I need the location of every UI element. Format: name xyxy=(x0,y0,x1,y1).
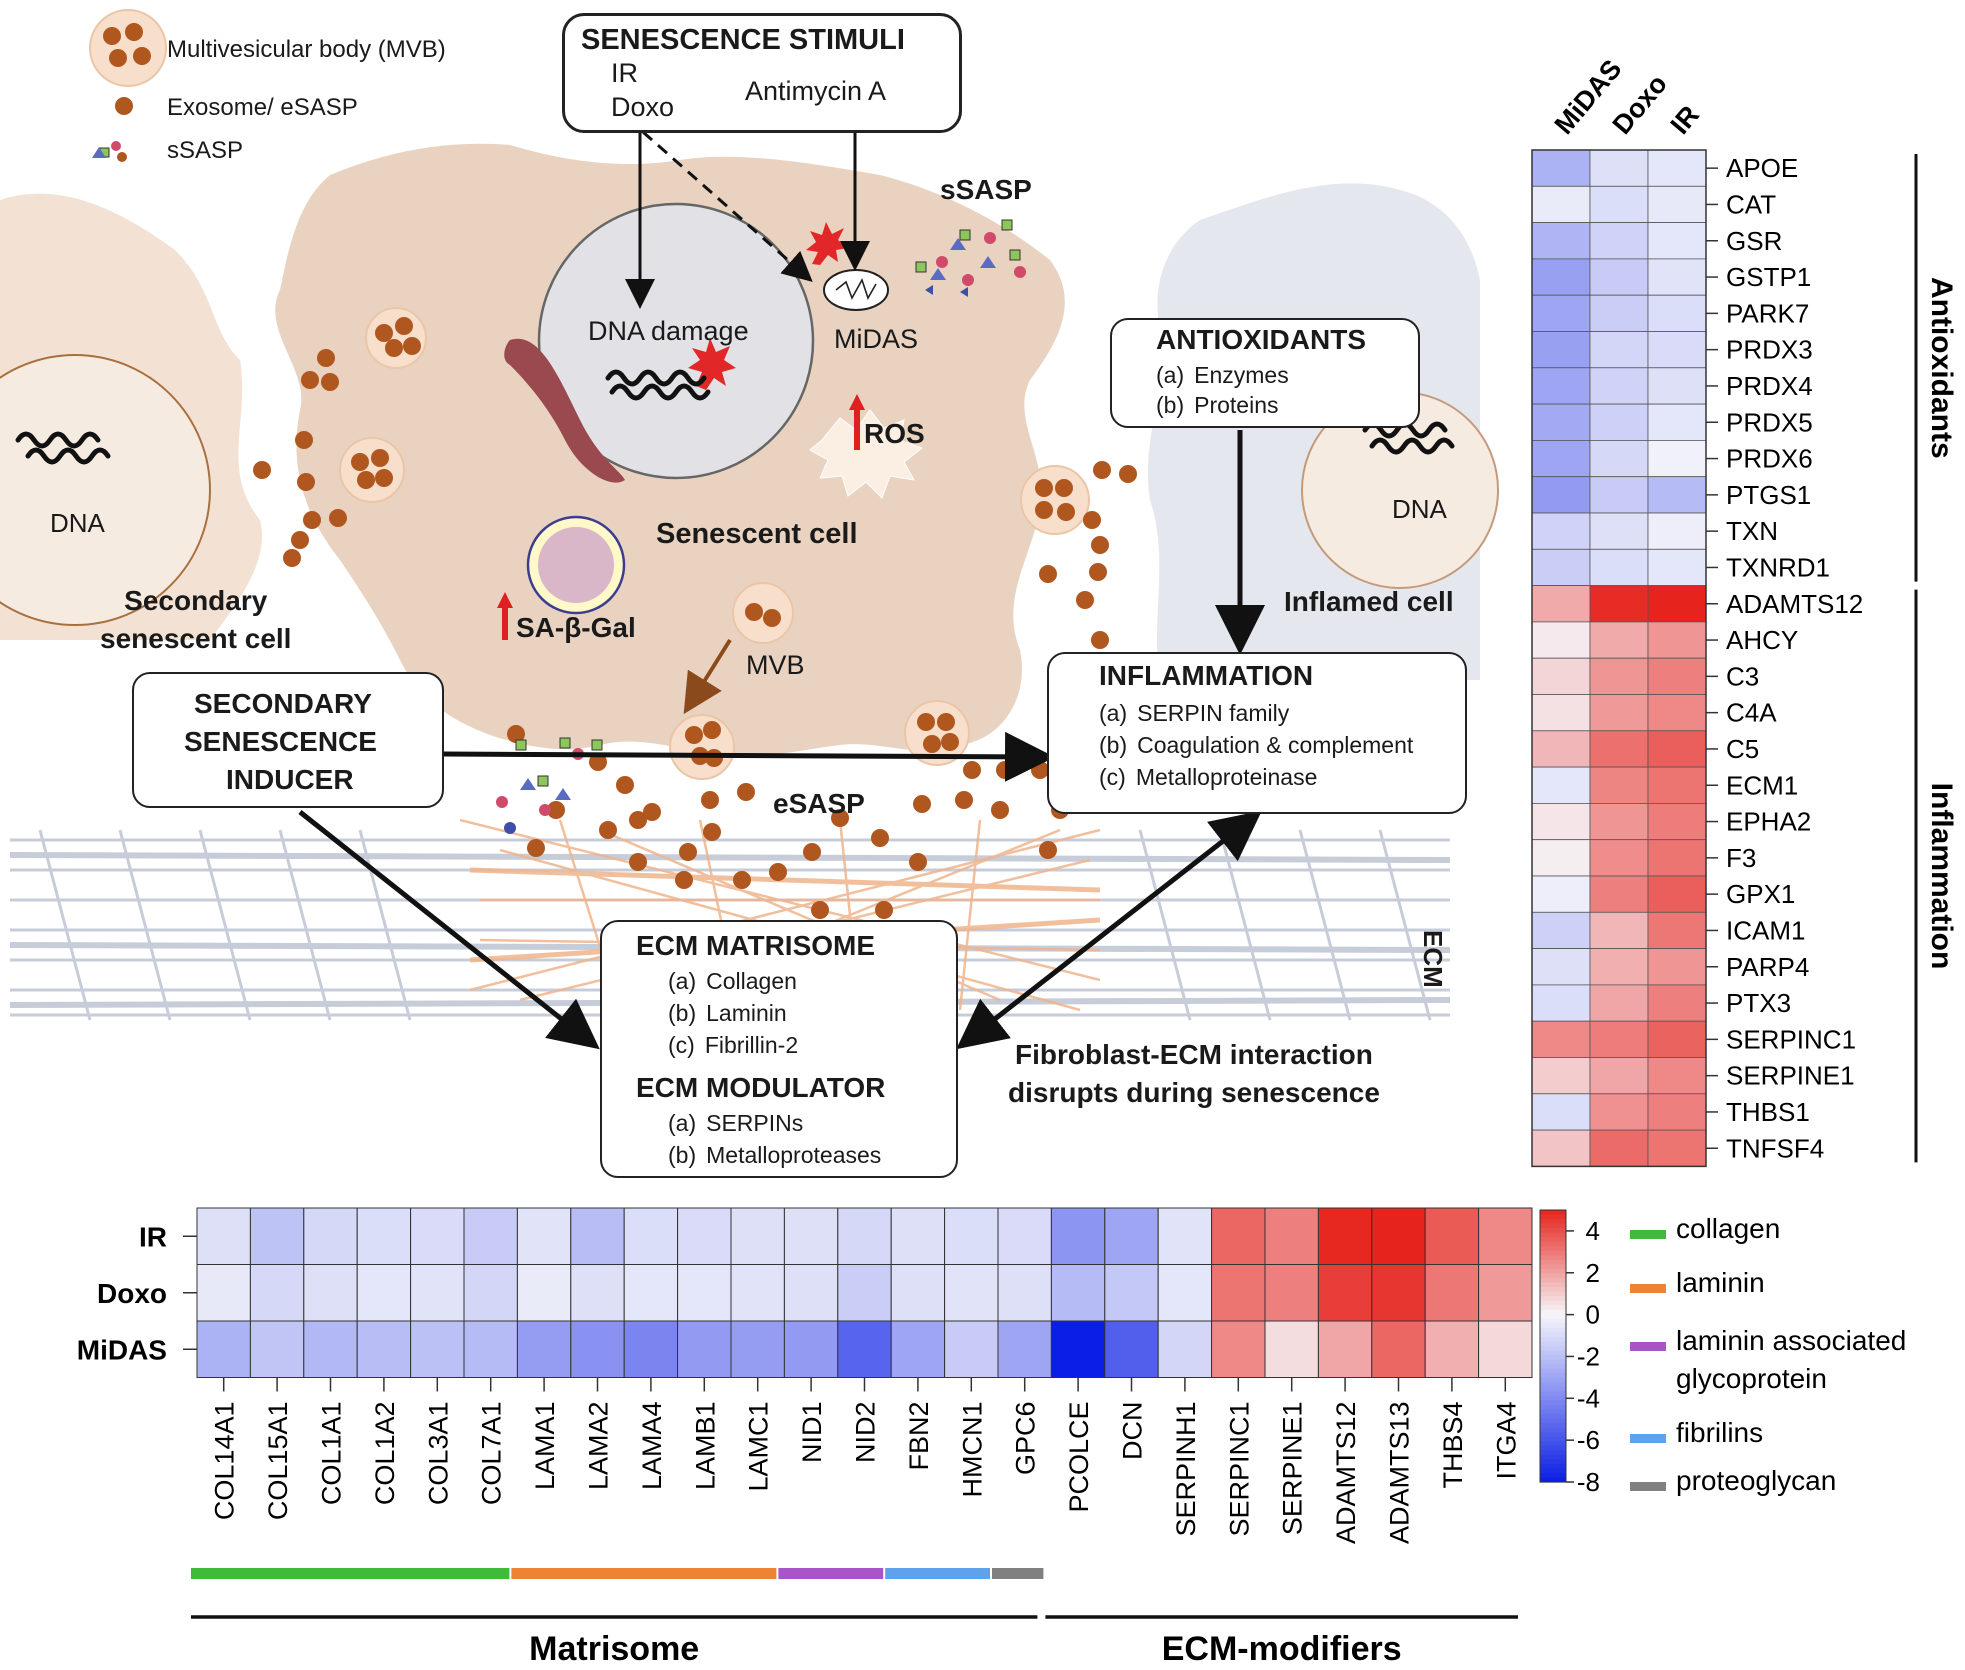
inflammation-title: INFLAMMATION xyxy=(1099,660,1314,691)
inducer-line-1: SECONDARY xyxy=(194,688,372,719)
secondary-inducer-box: SECONDARY SENESCENCE INDUCER xyxy=(132,672,444,808)
damage-star-dna xyxy=(688,338,736,390)
ros-burst xyxy=(809,409,924,499)
modulator-item-a: (a)SERPINs xyxy=(668,1110,804,1136)
inflammation-item-c: (c)Metalloproteinase xyxy=(1099,764,1318,790)
esasp-label: eSASP xyxy=(773,788,865,819)
sa-gal-label: SA-β-Gal xyxy=(516,612,636,643)
senescence-stimuli-box: SENESCENCE STIMULI IR Doxo Antimycin A xyxy=(562,13,962,133)
stimuli-title: SENESCENCE STIMULI xyxy=(581,24,905,56)
inducer-line-2: SENESCENCE xyxy=(184,726,377,757)
arrow-inducer-inflam xyxy=(442,731,1055,782)
ecm-matrisome-box: ECM MATRISOME (a)Collagen (b)Laminin (c)… xyxy=(600,920,958,1178)
dna-right-label: DNA xyxy=(1392,494,1447,524)
arrow-stimuli-mito xyxy=(642,130,813,282)
midas-label: MiDAS xyxy=(834,324,919,354)
fibroblast-note: Fibroblast-ECM interaction disrupts duri… xyxy=(1008,1039,1380,1108)
dna-left-label: DNA xyxy=(50,508,105,538)
antioxidants-item-b: (b)Proteins xyxy=(1156,392,1279,418)
matrisome-item-a: (a)Collagen xyxy=(668,968,797,994)
secondary-nucleus xyxy=(0,354,211,626)
antioxidants-title: ANTIOXIDANTS xyxy=(1156,324,1366,355)
antioxidants-box: ANTIOXIDANTS (a)Enzymes (b)Proteins xyxy=(1110,318,1420,428)
inducer-line-3: INDUCER xyxy=(226,764,354,795)
arrow-ecm-inflam xyxy=(956,810,1262,1050)
stimuli-ir: IR xyxy=(611,58,638,88)
matrisome-item-b: (b)Laminin xyxy=(668,1000,787,1026)
senescent-cell-label: Senescent cell xyxy=(656,518,858,550)
matrisome-item-c: (c)Fibrillin-2 xyxy=(668,1032,799,1058)
modulator-item-b: (b)Metalloproteases xyxy=(668,1142,882,1168)
inflamed-cell-label: Inflamed cell xyxy=(1284,586,1454,617)
ssasp-particles xyxy=(92,141,1026,834)
ecm-label: ECM xyxy=(1418,930,1448,988)
arrow-mvb-release xyxy=(683,638,732,715)
inflammation-box: INFLAMMATION (a)SERPIN family (b)Coagula… xyxy=(1047,652,1467,814)
dna-damage-label: DNA damage xyxy=(588,316,749,346)
inflammation-item-a: (a)SERPIN family xyxy=(1099,700,1290,726)
dna-strands xyxy=(15,369,1455,465)
ros-label: ROS xyxy=(864,418,925,449)
stimuli-antimycin: Antimycin A xyxy=(745,76,887,106)
damage-star-mito xyxy=(806,222,848,265)
arrow-inducer-ecm xyxy=(298,810,600,1050)
antioxidants-item-a: (a)Enzymes xyxy=(1156,362,1289,388)
ecm-matrisome-title: ECM MATRISOME xyxy=(636,930,876,961)
ecm-modulator-title: ECM MODULATOR xyxy=(636,1072,886,1103)
ssasp-label: sSASP xyxy=(940,174,1032,205)
nucleus xyxy=(537,202,815,480)
inflammation-item-b: (b)Coagulation & complement xyxy=(1099,732,1414,758)
endoplasmic-reticulum xyxy=(504,338,625,483)
secondary-senescent-label: Secondary senescent cell xyxy=(100,585,292,654)
stimuli-doxo: Doxo xyxy=(611,92,675,122)
legend-ssasp-label: sSASP xyxy=(167,137,244,164)
legend-mvb-label: Multivesicular body (MVB) xyxy=(167,36,446,63)
mvb-label: MVB xyxy=(746,650,805,680)
exosome-dots xyxy=(103,23,1137,919)
legend-exosome-label: Exosome/ eSASP xyxy=(167,94,358,121)
